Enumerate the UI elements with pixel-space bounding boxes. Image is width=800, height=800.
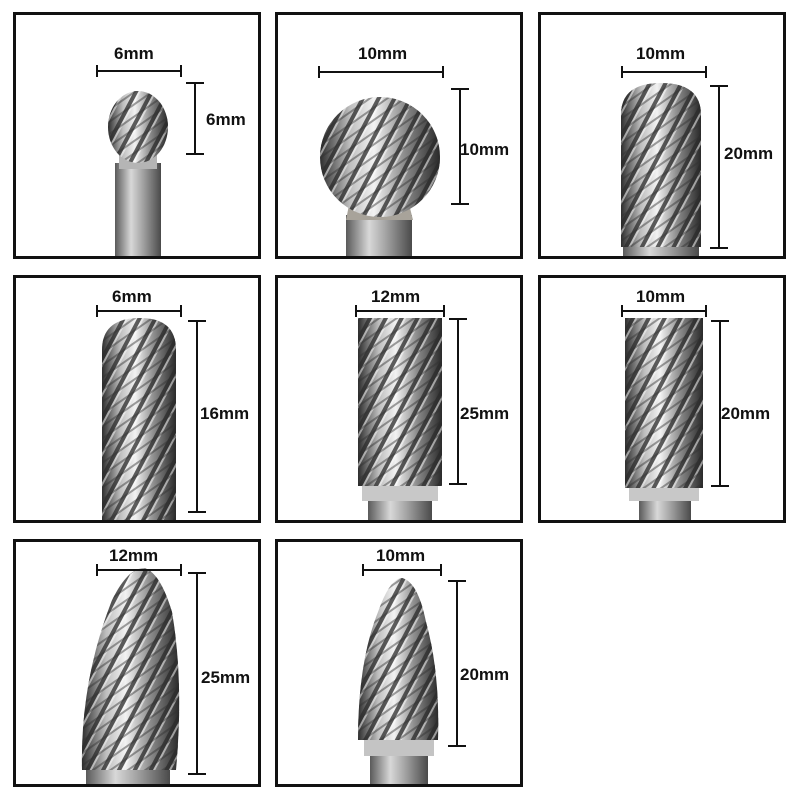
- length-label: 25mm: [460, 404, 510, 423]
- diameter-dimension-line: [355, 305, 445, 317]
- diameter-dimension-line: [362, 564, 442, 576]
- length-label: 10mm: [460, 140, 510, 159]
- diameter-label: 10mm: [636, 287, 686, 306]
- diameter-label: 12mm: [371, 287, 421, 306]
- burr-panel-tree-10x20: 10mm 20mm: [275, 539, 523, 787]
- diameter-label: 6mm: [112, 287, 152, 306]
- diameter-dimension-line: [621, 305, 707, 317]
- length-dimension-line: [711, 320, 729, 487]
- length-dimension-line: [710, 85, 728, 249]
- diameter-dimension-line: [96, 65, 182, 77]
- length-dimension-line: [188, 320, 206, 513]
- burr-panel-tree-12x25: 12mm 25mm: [13, 539, 261, 787]
- length-dimension-line: [186, 82, 204, 155]
- burr-tree-image: [358, 578, 439, 784]
- length-dimension-line: [451, 88, 469, 205]
- length-dimension-line: [448, 580, 466, 747]
- diameter-label: 10mm: [358, 44, 408, 63]
- length-label: 20mm: [460, 665, 510, 684]
- diameter-dimension-line: [96, 564, 182, 576]
- burr-tree-large-image: [81, 568, 180, 784]
- burr-cylinder-round-image: [621, 83, 701, 256]
- diameter-label: 10mm: [636, 44, 686, 63]
- diameter-label: 6mm: [114, 44, 154, 63]
- burr-cylinder-flat-image: [625, 318, 703, 520]
- length-label: 6mm: [206, 110, 246, 129]
- diameter-dimension-line: [96, 305, 182, 317]
- burr-panel-cylinder-flat-10x20: 10mm 20mm: [538, 275, 786, 523]
- burr-ball-small-image: [108, 91, 168, 256]
- length-label: 25mm: [201, 668, 251, 687]
- burr-panel-ball-6mm: 6mm 6mm: [13, 12, 261, 259]
- burr-ball-image: [320, 97, 440, 256]
- burr-cylinder-flat-large-image: [358, 318, 442, 520]
- length-dimension-line: [188, 572, 206, 775]
- burr-panel-cylinder-round-10x20: 10mm 20mm: [538, 12, 786, 259]
- diameter-label: 12mm: [109, 546, 159, 565]
- diameter-dimension-line: [621, 66, 707, 78]
- burr-panel-cylinder-round-6x16: 6mm 16mm: [13, 275, 261, 523]
- burr-panel-cylinder-flat-12x25: 12mm 25mm: [275, 275, 523, 523]
- burr-cylinder-narrow-image: [102, 318, 176, 520]
- diameter-dimension-line: [318, 66, 444, 78]
- diameter-label: 10mm: [376, 546, 426, 565]
- burr-panel-ball-10mm: 10mm 10mm: [275, 12, 523, 259]
- length-label: 20mm: [721, 404, 771, 423]
- length-label: 16mm: [200, 404, 250, 423]
- length-label: 20mm: [724, 144, 774, 163]
- length-dimension-line: [449, 318, 467, 485]
